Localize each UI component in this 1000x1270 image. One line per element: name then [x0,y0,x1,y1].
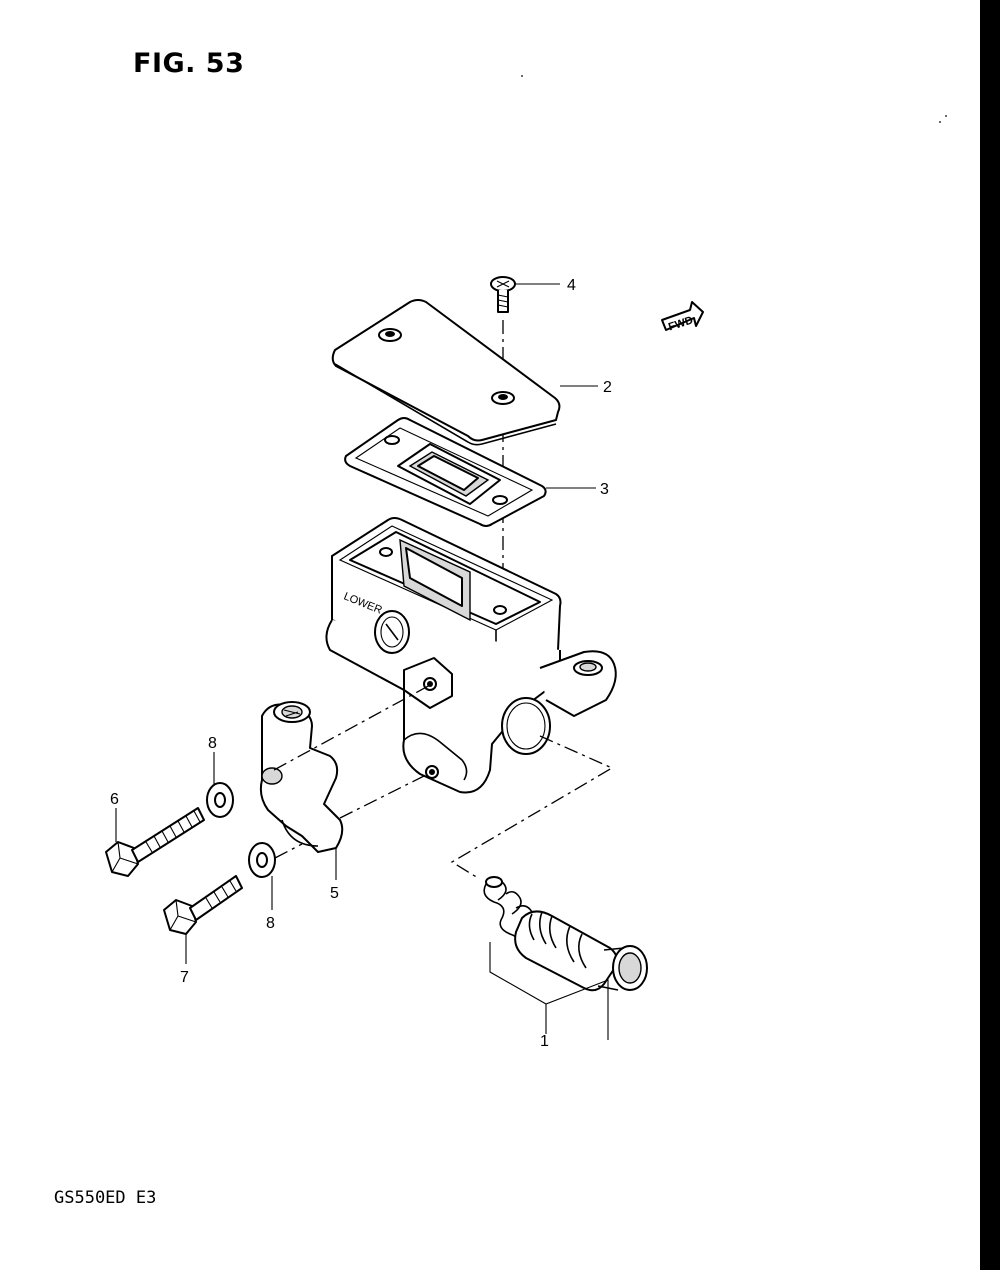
lower-bolt-axis [274,843,303,859]
fwd-arrow-icon: FWD [661,301,704,334]
stray-mark [521,75,523,77]
page-edge-bar [980,0,1000,1270]
callout-6: 6 [110,791,119,808]
clamp-bolt-axis-lower [339,771,433,819]
part-5-clamp [259,701,344,853]
part-3-diaphragm [344,417,547,527]
callout-1: 1 [540,1033,549,1050]
model-code: GS550ED E3 [54,1188,157,1208]
part-4-screw [490,276,516,313]
callout-4: 4 [567,277,576,294]
stray-mark [939,121,941,123]
callout-2: 2 [603,379,612,396]
part-2-reservoir-cap [331,299,561,446]
piston-axis-line [450,735,614,879]
stray-mark [945,115,947,117]
part-7-short-bolt [163,875,243,935]
callout-8-upper: 8 [208,735,217,752]
callout-8-lower: 8 [266,915,275,932]
bracket-1 [489,942,609,1040]
part-1-piston-assembly [483,876,648,992]
part-8-washer-upper [206,782,234,818]
figure-title: FIG. 53 [133,48,245,79]
callout-5: 5 [330,885,339,902]
part-6-long-bolt [105,807,205,877]
master-cylinder-body: LOWER [325,517,617,794]
callout-3: 3 [600,481,609,498]
clamp-bolt-axis-upper [273,683,433,771]
part-8-washer-lower [248,842,276,878]
callout-7: 7 [180,969,189,986]
